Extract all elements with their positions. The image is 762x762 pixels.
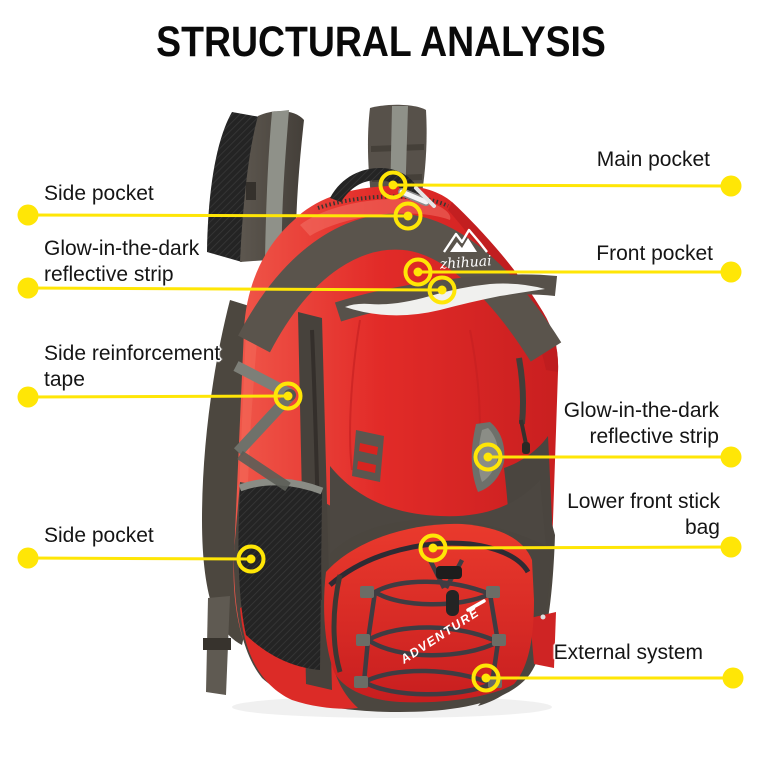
label-external-system: External system [553,641,703,664]
label-side-reinforcement-tape: Side reinforcement tape [44,342,221,391]
label-lower-front-stick-bag: Lower front stick bag [567,490,720,539]
gear-loop-tabs [352,430,384,482]
label-side-pocket-lower: Side pocket [44,524,154,547]
shoulder-strap-left [207,110,304,262]
cord-lock [436,566,462,616]
label-glow-strip-right: Glow-in-the-dark reflective strip [563,399,719,448]
brand-text: zhihuai [438,253,492,273]
brand-logo: zhihuai [438,228,492,273]
page-title: STRUCTURAL ANALYSIS [156,18,606,66]
label-glow-strip-left: Glow-in-the-dark reflective strip [44,237,200,286]
label-side-pocket-upper: Side pocket [44,182,154,205]
side-zipper-right [516,357,530,454]
mid-yoke-panel [330,466,546,554]
label-main-pocket: Main pocket [596,148,710,171]
lower-front-pouch: ADVENTURE [324,523,534,703]
label-front-pocket: Front pocket [596,242,713,265]
